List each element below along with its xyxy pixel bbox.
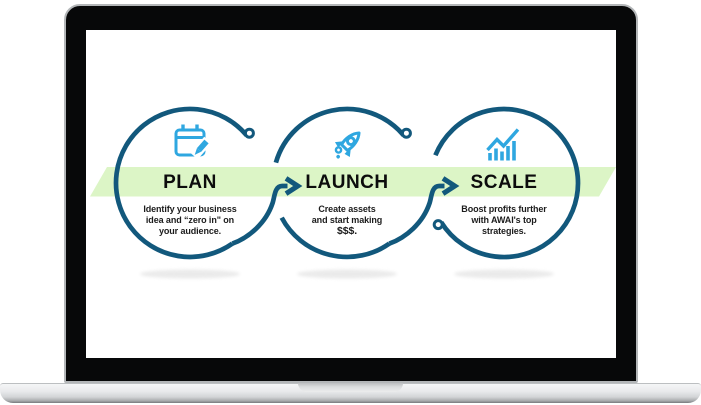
desc-line: and start making [311, 215, 383, 225]
bar-chart-growth-icon [486, 128, 520, 161]
step-description-launch: Create assets and start making $$$. [262, 204, 432, 237]
connector-arrow-plan-launch [231, 183, 288, 246]
laptop-hinge-notch [298, 383, 403, 392]
rocket-icon [334, 131, 361, 159]
step-title-launch: LAUNCH [305, 172, 389, 193]
desc-line: $$$. [336, 225, 358, 237]
step-description-plan: Identify your business idea and “zero in… [105, 204, 275, 237]
arrowhead-right-icon [284, 176, 303, 196]
desc-line: Create assets [318, 204, 376, 214]
circle-shadows [140, 269, 554, 279]
desc-line: strategies. [482, 226, 526, 236]
step-icons [174, 124, 520, 161]
step-title-plan: PLAN [163, 172, 217, 193]
step-circle-scale [433, 106, 581, 260]
step-circle-launch-lower [279, 216, 391, 260]
plan-start-ring-icon [243, 127, 255, 139]
step-circles-and-arrows [113, 106, 581, 260]
step-circle-launch [273, 106, 406, 164]
clipboard-pencil-icon [174, 124, 212, 160]
desc-line: your audience. [158, 226, 222, 236]
step-title-scale: SCALE [470, 172, 538, 193]
highlight-band [90, 167, 616, 197]
step-circle-plan [113, 106, 249, 260]
step-description-scale: Boost profits further with AWAI's top st… [419, 204, 589, 237]
desc-line: Boost profits further [461, 204, 547, 214]
scale-end-ring-icon [432, 219, 444, 231]
connector-arrow-launch-scale [388, 183, 445, 246]
desc-line: idea and “zero in" on [145, 215, 235, 225]
launch-start-ring-icon [400, 127, 412, 139]
arrowhead-right-icon [441, 176, 460, 196]
desc-line: with AWAI's top [471, 215, 537, 225]
desc-line: Identify your business [143, 204, 237, 214]
